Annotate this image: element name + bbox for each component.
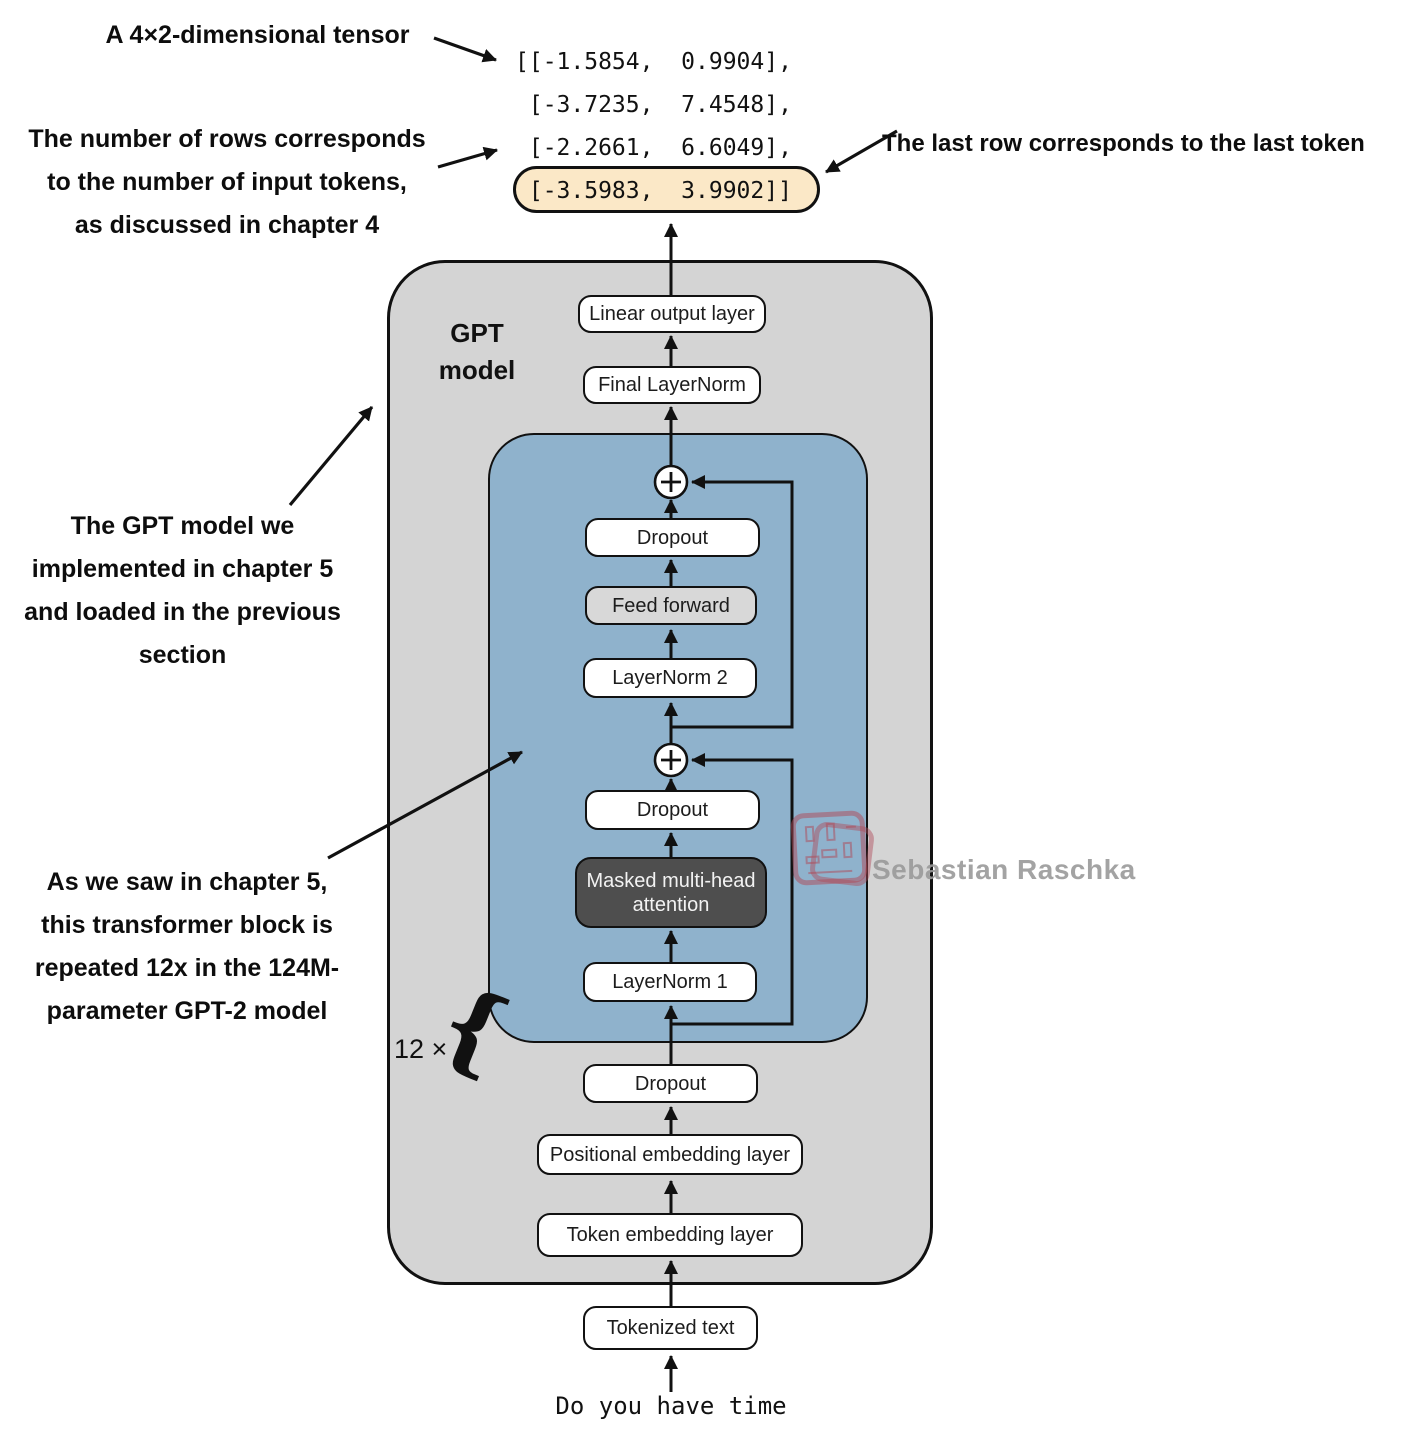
gpt-model-label: GPT model (402, 315, 552, 389)
add-icon (653, 464, 689, 778)
layernorm1-node: LayerNorm 1 (583, 962, 757, 1002)
input-text: Do you have time (555, 1392, 787, 1420)
positional-embedding-node: Positional embedding layer (537, 1134, 803, 1175)
tokenized-text-node: Tokenized text (583, 1306, 758, 1350)
annotation-line: as discussed in chapter 4 (74, 211, 380, 239)
watermark-logo-icon (790, 810, 868, 886)
annotation-line: The GPT model we (70, 512, 295, 540)
highlighted-row-pill (513, 166, 820, 213)
annotation-line: this transformer block is (41, 911, 333, 939)
annotation-line: to the number of input tokens, (47, 168, 407, 196)
watermark-author: Sebastian Raschka (872, 854, 1136, 885)
annotation-line: implemented in chapter 5 (31, 555, 334, 583)
feed-forward-node: Feed forward (585, 586, 757, 625)
final-layernorm-node: Final LayerNorm (583, 366, 761, 404)
gpt-model-label-line: model (438, 355, 516, 385)
annotation-line: section (138, 641, 227, 669)
annotation-transformer-note: As we saw in chapter 5, this transformer… (12, 861, 362, 1033)
annotation-line: and loaded in the previous (24, 598, 341, 626)
tensor-row-highlighted: [-3.5983, 3.9902]] (515, 178, 792, 204)
masked-attention-node: Masked multi-head attention (575, 857, 767, 928)
annotation-num-rows: The number of rows corresponds to the nu… (22, 118, 432, 247)
linear-output-layer-node: Linear output layer (578, 295, 766, 333)
annotation-gpt-note: The GPT model we implemented in chapter … (10, 505, 355, 677)
tensor-row: [-2.2661, 6.6049], (515, 135, 792, 161)
annotation-last-row: The last row corresponds to the last tok… (882, 130, 1365, 157)
annotation-line: As we saw in chapter 5, (46, 868, 328, 896)
tensor-row: [-3.7235, 7.4548], (515, 92, 792, 118)
dropout-node-bottom: Dropout (583, 1064, 758, 1103)
dropout-node-mid: Dropout (585, 790, 760, 830)
annotation-tensor-dim: A 4×2-dimensional tensor (105, 21, 410, 49)
masked-attention-line: Masked multi-head (586, 869, 756, 892)
masked-attention-line: attention (632, 893, 710, 916)
annotation-line: repeated 12x in the 124M- (34, 954, 340, 982)
dropout-node-top: Dropout (585, 518, 760, 557)
layernorm2-node: LayerNorm 2 (583, 658, 757, 698)
annotation-line: parameter GPT-2 model (46, 997, 328, 1025)
repeat-count-label: 12 × (394, 1034, 448, 1064)
tensor-row: [[-1.5854, 0.9904], (515, 49, 792, 75)
annotation-line: The number of rows corresponds (28, 125, 426, 153)
gpt-model-label-line: GPT (450, 318, 504, 348)
token-embedding-node: Token embedding layer (537, 1213, 803, 1257)
